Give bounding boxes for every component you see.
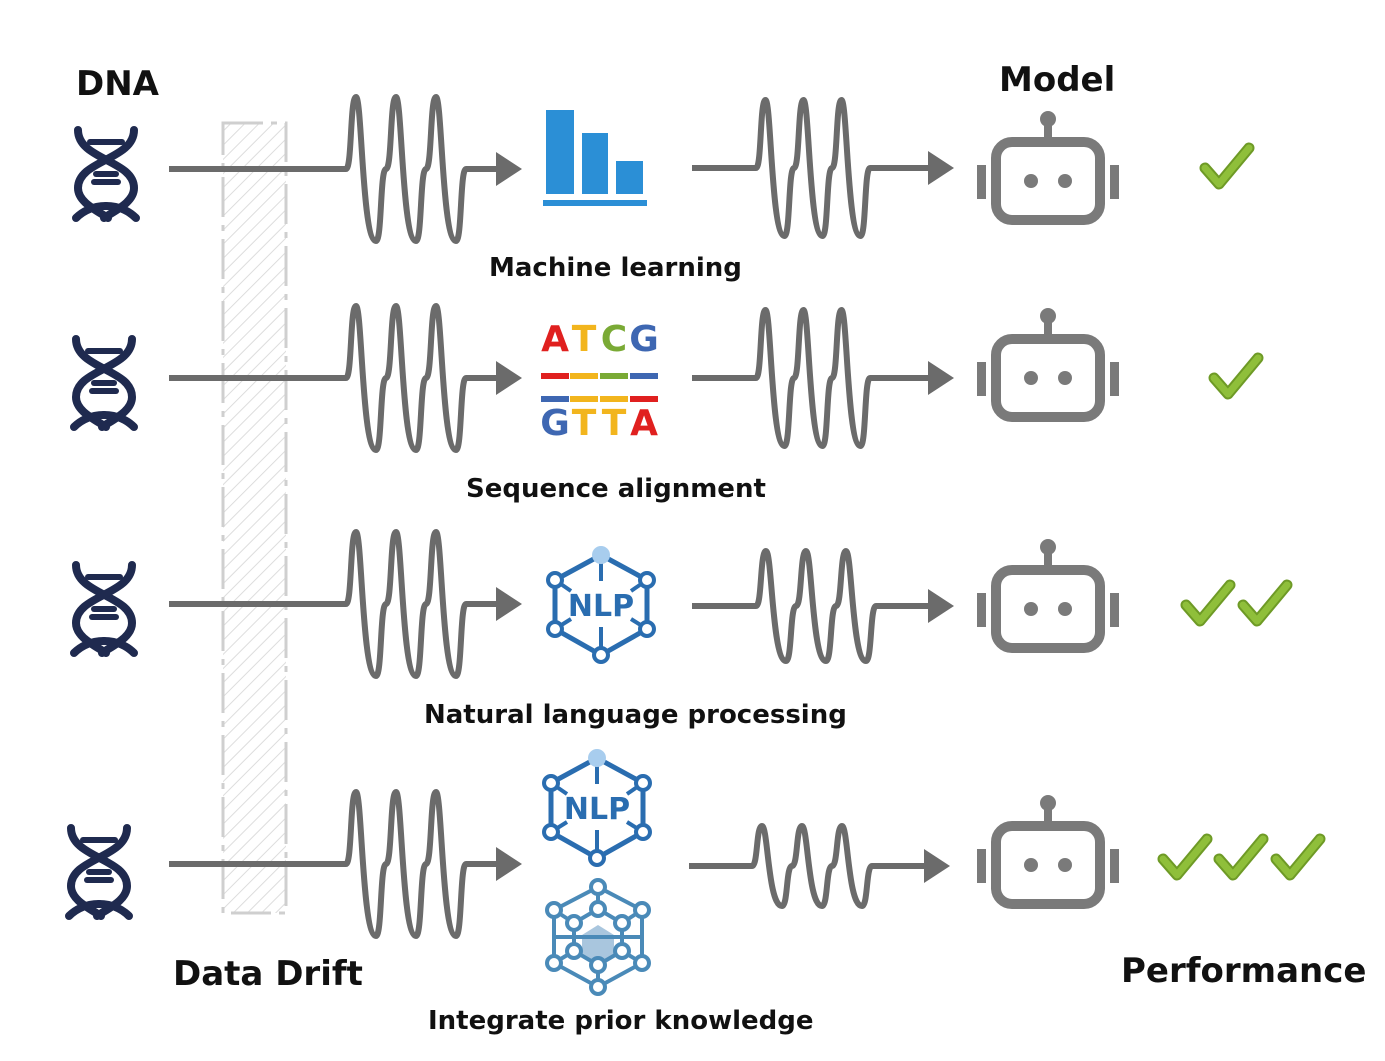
nlp-network-icon: NLP bbox=[546, 546, 656, 664]
check-icon bbox=[1208, 352, 1264, 400]
network-node bbox=[545, 954, 563, 972]
knowledge-graph-icon bbox=[545, 878, 651, 996]
network-node bbox=[634, 774, 652, 792]
robot-model-icon bbox=[977, 795, 1119, 909]
align-dash bbox=[600, 373, 628, 379]
bar-chart-icon bbox=[543, 110, 647, 206]
data-drift-band bbox=[221, 121, 288, 915]
network-node bbox=[546, 571, 564, 589]
align-dash bbox=[630, 396, 658, 402]
base-letter: A bbox=[630, 403, 658, 444]
arrow-head-icon bbox=[928, 361, 954, 395]
bar bbox=[546, 110, 574, 194]
model-header: Model bbox=[999, 60, 1116, 100]
method-label-machine-learning: Machine learning bbox=[489, 253, 742, 283]
network-node bbox=[589, 878, 607, 896]
network-node bbox=[545, 901, 563, 919]
check-icon bbox=[1180, 579, 1236, 627]
signal-wave-out bbox=[692, 307, 934, 449]
base-letter: T bbox=[572, 319, 597, 360]
network-node bbox=[638, 620, 656, 638]
network-node bbox=[633, 901, 651, 919]
signal-wave-in bbox=[169, 94, 502, 244]
dna-icon bbox=[70, 335, 138, 431]
dna-icon bbox=[65, 824, 133, 920]
network-node bbox=[634, 823, 652, 841]
baseline bbox=[543, 200, 647, 206]
network-node bbox=[613, 914, 631, 932]
network-node bbox=[592, 546, 610, 564]
arrow-head-icon bbox=[924, 849, 950, 883]
bar bbox=[582, 133, 608, 194]
network-node bbox=[592, 646, 610, 664]
nlp-text: NLP bbox=[564, 792, 630, 827]
network-node bbox=[565, 942, 583, 960]
signal-wave-in bbox=[169, 303, 502, 453]
method-label-prior-knowledge: Integrate prior knowledge bbox=[428, 1006, 814, 1036]
arrow-head-icon bbox=[496, 587, 522, 621]
signal-wave-in bbox=[169, 529, 502, 679]
network-node bbox=[565, 914, 583, 932]
base-letter: G bbox=[540, 403, 570, 444]
network-node bbox=[542, 823, 560, 841]
data-drift-label: Data Drift bbox=[173, 954, 363, 994]
base-letter: G bbox=[629, 319, 659, 360]
network-node bbox=[589, 956, 607, 974]
check-icon bbox=[1213, 833, 1269, 881]
nlp-network-icon: NLP bbox=[542, 749, 652, 867]
arrow-head-icon bbox=[928, 151, 954, 185]
base-letter: C bbox=[601, 319, 627, 360]
method-label-nlp: Natural language processing bbox=[424, 700, 847, 730]
dna-icon bbox=[70, 561, 138, 657]
bar bbox=[616, 161, 643, 194]
network-node bbox=[588, 749, 606, 767]
dna-icon bbox=[72, 126, 140, 222]
network-node bbox=[589, 900, 607, 918]
align-dash bbox=[570, 396, 598, 402]
signal-wave-in bbox=[169, 789, 502, 939]
network-node bbox=[633, 954, 651, 972]
check-icon bbox=[1157, 833, 1213, 881]
align-dash bbox=[541, 373, 569, 379]
check-icon bbox=[1237, 579, 1293, 627]
signal-wave-out bbox=[692, 97, 934, 239]
align-dash bbox=[600, 396, 628, 402]
signal-wave-out bbox=[692, 548, 934, 664]
robot-model-icon bbox=[977, 308, 1119, 422]
arrow-head-icon bbox=[496, 361, 522, 395]
align-dash bbox=[541, 396, 569, 402]
robot-model-icon bbox=[977, 111, 1119, 225]
arrow-head-icon bbox=[496, 152, 522, 186]
base-letter: T bbox=[572, 403, 597, 444]
nlp-text: NLP bbox=[568, 589, 634, 624]
base-letter: T bbox=[602, 403, 627, 444]
base-letter: A bbox=[541, 319, 569, 360]
robot-model-icon bbox=[977, 539, 1119, 653]
network-node bbox=[546, 620, 564, 638]
method-label-sequence-alignment: Sequence alignment bbox=[466, 474, 766, 504]
signal-wave-out bbox=[689, 823, 930, 909]
dna-header: DNA bbox=[76, 64, 159, 104]
align-dash bbox=[630, 373, 658, 379]
check-icon bbox=[1199, 142, 1255, 190]
network-node bbox=[588, 849, 606, 867]
network-node bbox=[589, 978, 607, 996]
arrow-head-icon bbox=[496, 847, 522, 881]
arrow-head-icon bbox=[928, 589, 954, 623]
performance-label: Performance bbox=[1121, 951, 1367, 991]
check-icon bbox=[1270, 833, 1326, 881]
network-node bbox=[613, 942, 631, 960]
align-dash bbox=[570, 373, 598, 379]
network-node bbox=[542, 774, 560, 792]
network-node bbox=[638, 571, 656, 589]
